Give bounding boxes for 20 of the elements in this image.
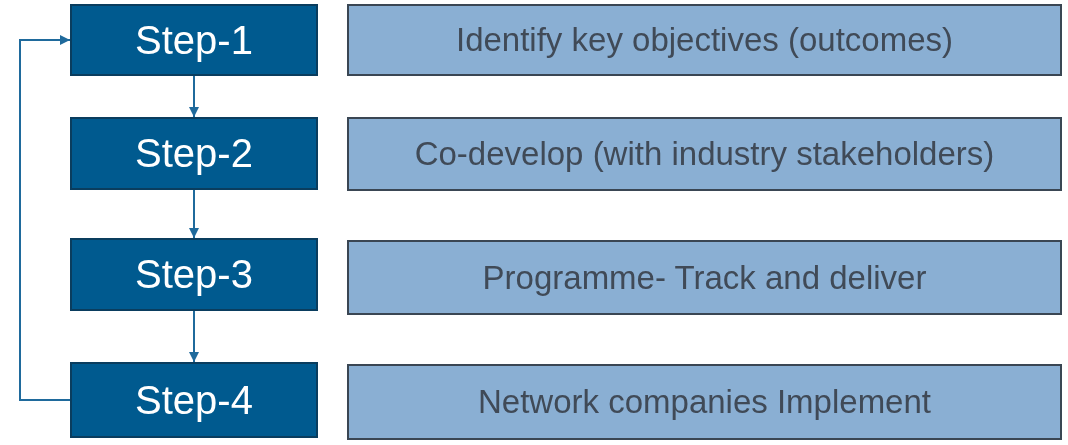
step-box <box>70 238 318 311</box>
box-label: Step-4 <box>135 377 253 423</box>
step-box <box>70 117 318 190</box>
description-box <box>347 117 1062 191</box>
box-label: Co-develop (with industry stakeholders) <box>414 135 995 173</box>
box-label: Identify key objectives (outcomes) <box>455 21 953 59</box>
description-box <box>347 4 1062 76</box>
arrow <box>19 35 71 401</box>
arrow <box>189 75 199 118</box>
step-box <box>70 4 318 76</box>
box-label: Step-2 <box>135 131 253 176</box>
box-label: Programme- Track and deliver <box>482 258 927 297</box>
arrow <box>189 310 199 363</box>
arrow <box>189 189 199 239</box>
step-box <box>70 362 318 438</box>
description-box <box>347 240 1062 315</box>
box-label: Step-3 <box>135 252 253 297</box>
box-label: Step-1 <box>135 17 253 63</box>
description-box <box>347 364 1062 440</box>
box-label: Network companies Implement <box>478 383 931 421</box>
